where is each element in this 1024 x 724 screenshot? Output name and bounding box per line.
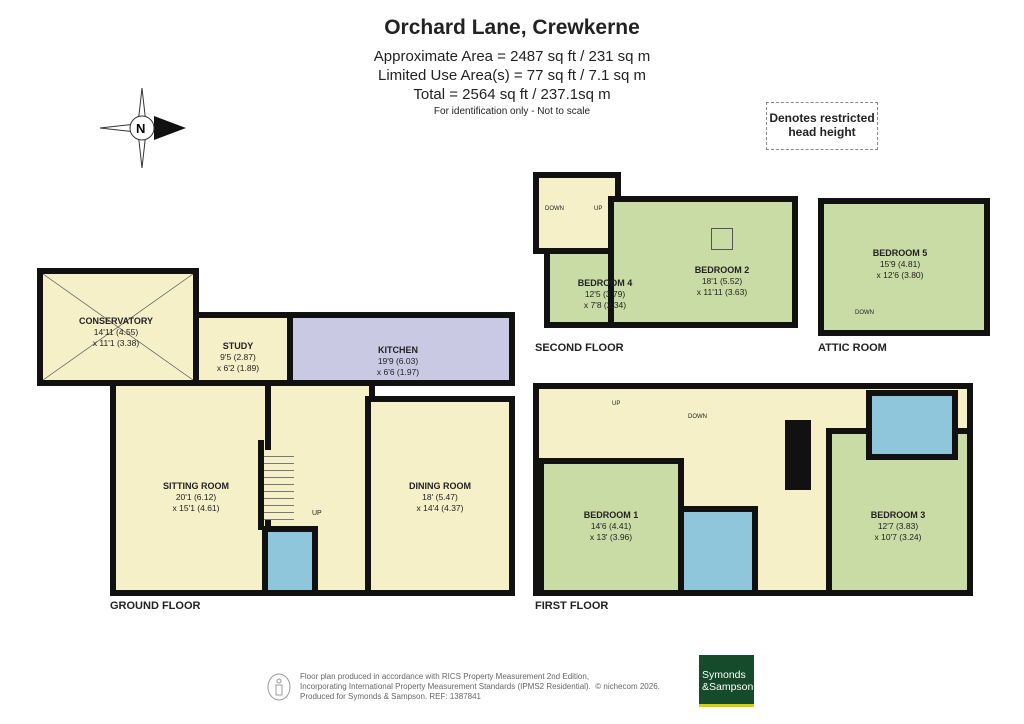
compass-north-label: N (136, 121, 145, 136)
chimney-breast (785, 420, 811, 490)
second-stairs-down-label: DOWN (545, 206, 564, 212)
bedroom-1 (538, 458, 684, 596)
footer-text: Floor plan produced in accordance with R… (300, 672, 660, 701)
conservatory-roof-lines (43, 274, 193, 380)
bedroom-2 (608, 196, 798, 328)
approximate-area: Approximate Area = 2487 sq ft / 231 sq m (373, 48, 651, 65)
bathroom (678, 506, 758, 596)
stair-wall (258, 440, 264, 530)
disclaimer: For identification only - Not to scale (433, 106, 591, 117)
dining-room (365, 396, 515, 596)
first-stairs-down-label: DOWN (688, 414, 707, 420)
en-suite (866, 390, 958, 460)
wc (262, 526, 318, 596)
attic-stairs-down-label: DOWN (855, 310, 874, 316)
ground-floor-label: GROUND FLOOR (110, 600, 201, 612)
kitchen (287, 312, 515, 386)
compass-icon: N (99, 87, 186, 169)
symonds-sampson-logo: Symonds&Sampson (699, 655, 754, 707)
attic-room-label: ATTIC ROOM (818, 342, 887, 354)
limited-use-area: Limited Use Area(s) = 77 sq ft / 7.1 sq … (377, 67, 647, 84)
first-stairs-up-label: UP (612, 401, 621, 407)
total-area: Total = 2564 sq ft / 237.1sq m (413, 86, 611, 103)
skylight-icon (711, 228, 733, 250)
page-title: Orchard Lane, Crewkerne (384, 16, 640, 39)
restricted-height-legend: Denotes restricted head height (766, 102, 878, 150)
second-stairs-up-label: UP (594, 206, 603, 212)
bedroom-5 (818, 198, 990, 336)
second-floor-label: SECOND FLOOR (535, 342, 624, 354)
ipms-person-icon (267, 673, 291, 701)
first-floor-label: FIRST FLOOR (535, 600, 609, 612)
ground-staircase (264, 450, 294, 520)
stairs-up-label: UP (312, 510, 322, 517)
